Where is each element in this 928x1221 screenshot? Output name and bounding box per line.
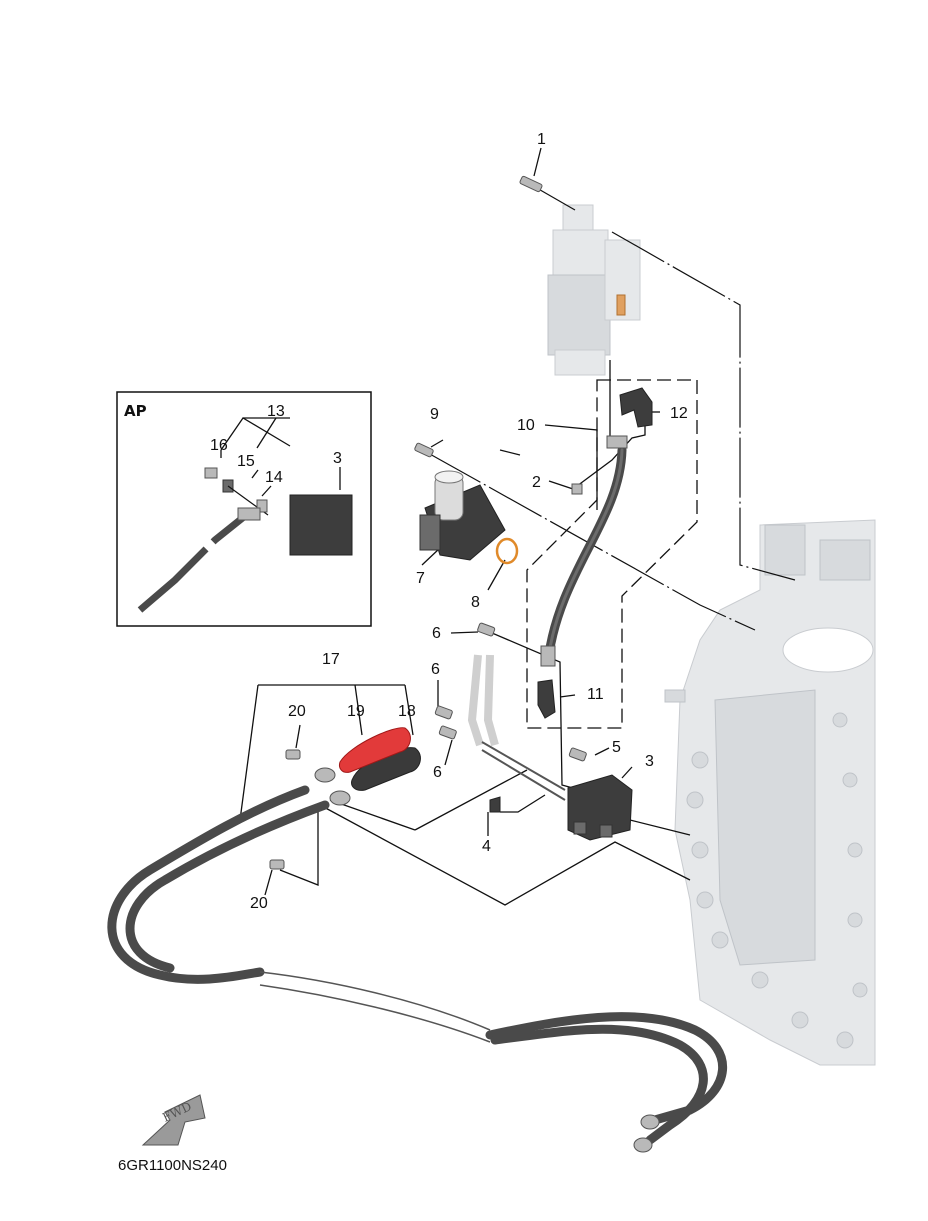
callout-20b: 20	[250, 895, 268, 912]
callout-2: 2	[532, 474, 541, 491]
callout-15: 15	[237, 453, 255, 470]
starter-motor	[547, 204, 641, 376]
callout-3-main: 3	[645, 753, 654, 770]
callout-5: 5	[612, 739, 621, 756]
plate-4	[489, 796, 501, 813]
callout-4: 4	[482, 838, 491, 855]
callout-11: 11	[587, 686, 604, 703]
callout-3-inset: 3	[333, 450, 342, 467]
callout-6c: 6	[433, 764, 442, 781]
callout-6a: 6	[432, 625, 441, 642]
red-cap-19	[339, 727, 411, 773]
callout-13: 13	[267, 403, 285, 420]
callout-19: 19	[347, 703, 365, 720]
inset-ap-box: AP	[116, 391, 372, 627]
callout-8: 8	[471, 594, 480, 611]
callout-20a: 20	[288, 703, 306, 720]
callout-10: 10	[517, 417, 535, 434]
callout-18: 18	[398, 703, 416, 720]
callout-7: 7	[416, 570, 425, 587]
inset-label: AP	[124, 402, 147, 420]
drawing-code: 6GR1100NS240	[118, 1157, 227, 1174]
callout-14: 14	[265, 469, 283, 486]
callout-16: 16	[210, 437, 228, 454]
callouts: 1 2 3 4 5 6 6 6 7 8 9 10 11 12 13 14 15 …	[210, 131, 688, 912]
engine-block-ghost	[664, 519, 876, 1066]
callout-6b: 6	[431, 661, 440, 678]
relay-cover-12	[619, 387, 653, 428]
callout-12: 12	[670, 405, 688, 422]
battery-cable-17	[107, 767, 727, 1153]
wire-bundle-ghost	[467, 654, 566, 801]
terminal-block-3	[567, 774, 633, 841]
o-ring-8	[495, 537, 519, 565]
callout-17: 17	[322, 651, 340, 668]
bolts	[269, 175, 587, 870]
cover-11	[537, 679, 556, 719]
callout-1: 1	[537, 131, 546, 148]
starter-relay-7	[419, 470, 506, 561]
fwd-arrow-icon: FWD	[141, 1094, 206, 1146]
callout-9: 9	[430, 406, 439, 423]
assembly-lines	[239, 147, 796, 906]
cable-10	[540, 435, 628, 667]
